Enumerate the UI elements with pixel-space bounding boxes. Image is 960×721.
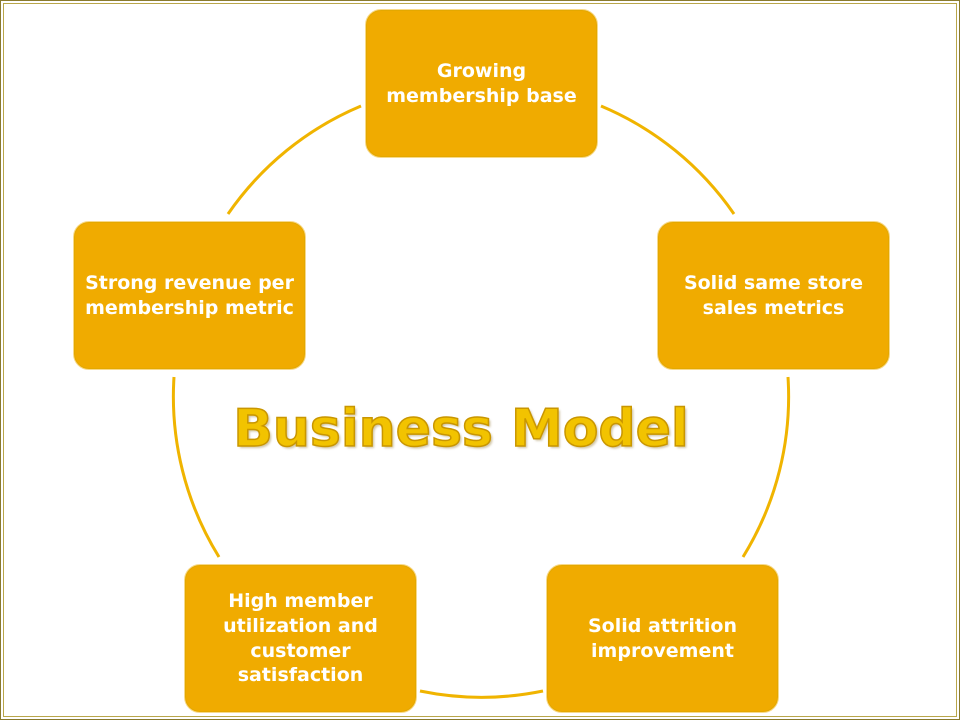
diagram-title: Business Model [232, 398, 689, 460]
node-label: Solid attrition improvement [587, 614, 738, 662]
node-high-member-utilization: High member utilization and customer sat… [184, 564, 417, 713]
ring-arc-bottom [419, 689, 544, 699]
node-label: High member utilization and customer sat… [223, 590, 378, 687]
ring-arc-left-top [226, 104, 362, 215]
node-solid-same-store-sales: Solid same store sales metrics [657, 221, 890, 370]
node-growing-membership-base: Growing membership base [365, 9, 598, 158]
node-label: Strong revenue per membership metric [85, 271, 294, 319]
node-label: Growing membership base [386, 59, 577, 107]
node-strong-revenue-per-membership: Strong revenue per membership metric [73, 221, 306, 370]
node-label: Solid same store sales metrics [683, 271, 864, 319]
ring-arc-left-bottomleft [171, 376, 221, 558]
node-solid-attrition-improvement: Solid attrition improvement [546, 564, 779, 713]
ring-arc-top-right [600, 104, 736, 215]
ring-arc-right-bottomright [741, 376, 791, 558]
